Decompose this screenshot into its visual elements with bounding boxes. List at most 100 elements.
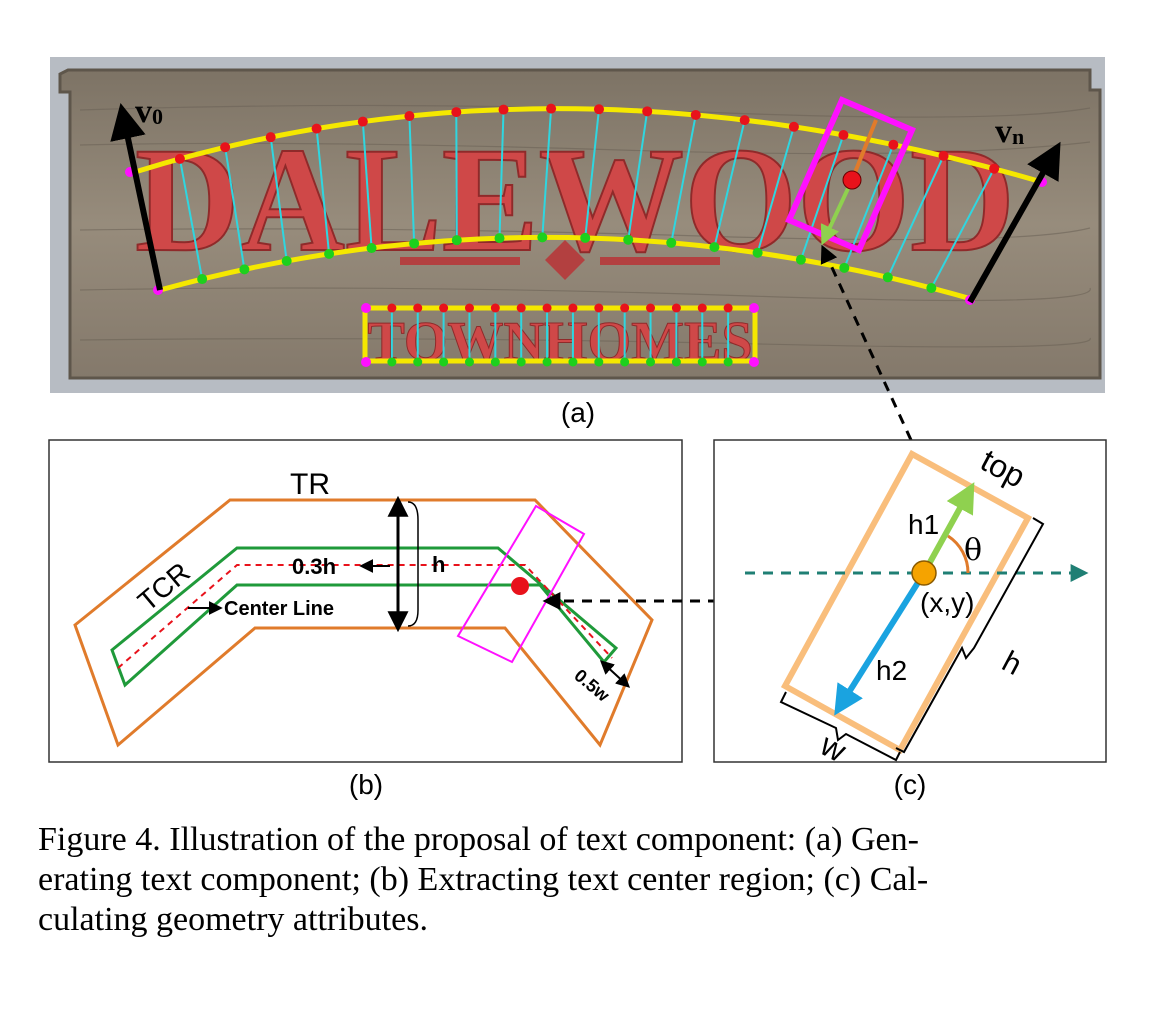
green-point	[451, 235, 462, 246]
h1-arrow	[921, 482, 975, 575]
component-center-c	[911, 560, 937, 586]
red-point	[697, 303, 707, 313]
vn-label: vn	[995, 113, 1024, 150]
green-point	[516, 357, 526, 367]
red-point	[788, 121, 799, 132]
red-point	[888, 139, 899, 150]
red-point	[671, 303, 681, 313]
townhomes-boundary	[362, 305, 758, 364]
caption-line-1: Figure 4. Illustration of the proposal o…	[38, 821, 919, 858]
ratio-w-arrow	[599, 660, 631, 688]
h2-label: h2	[876, 655, 907, 686]
panel-a-label: (a)	[561, 397, 595, 428]
green-point	[839, 262, 850, 273]
h-brace-c	[895, 517, 1045, 754]
green-point	[594, 357, 604, 367]
h-label-b: h	[432, 552, 445, 577]
red-point	[490, 303, 500, 313]
figure-caption: Figure 4. Illustration of the proposal o…	[38, 820, 1118, 940]
red-point	[620, 303, 630, 313]
green-point	[666, 237, 677, 248]
red-point	[542, 303, 552, 313]
panel-b-label: (b)	[349, 769, 383, 800]
point-label: (x,y)	[920, 587, 974, 618]
green-point	[926, 283, 937, 294]
green-point	[413, 357, 423, 367]
red-point	[498, 104, 509, 115]
center-line-label: Center Line	[224, 598, 334, 620]
cyan-link	[269, 137, 288, 262]
green-point	[568, 357, 578, 367]
tr-label: TR	[290, 468, 330, 501]
red-point	[439, 303, 449, 313]
panel-b: TR TCR h 0.3h Center Line 0.5w (b)	[48, 439, 683, 800]
red-point	[594, 303, 604, 313]
red-point	[690, 109, 701, 120]
red-point	[646, 303, 656, 313]
h-brace	[407, 501, 419, 627]
red-point	[311, 123, 322, 134]
green-point	[197, 274, 208, 285]
green-point	[537, 232, 548, 243]
cyan-link	[670, 114, 697, 243]
red-point	[174, 153, 185, 164]
cyan-links	[178, 108, 995, 362]
v0-label: v0	[135, 93, 163, 130]
figure-4: DALEWOOD TOWNHOMES v0	[48, 57, 1107, 800]
green-point	[494, 233, 505, 244]
red-point	[357, 116, 368, 127]
component-center-a	[842, 170, 862, 190]
red-point	[546, 103, 557, 114]
green-point	[697, 357, 707, 367]
green-point	[366, 243, 377, 254]
sign-word-townhomes: TOWNHOMES	[368, 311, 753, 373]
red-point	[989, 163, 1000, 174]
green-point	[723, 357, 733, 367]
cyan-link	[178, 158, 204, 280]
red-point	[838, 129, 849, 140]
cyan-link	[498, 109, 505, 239]
green-point	[623, 234, 634, 245]
panel-a: DALEWOOD TOWNHOMES v0	[50, 57, 1105, 428]
cyan-link	[713, 119, 746, 248]
green-point	[620, 357, 630, 367]
red-point	[413, 303, 423, 313]
green-point	[439, 357, 449, 367]
theta-label: θ	[964, 533, 982, 568]
component-box-b	[456, 504, 586, 664]
w-brace-c	[779, 691, 901, 762]
ratio-h-label: 0.3h	[292, 554, 336, 579]
red-point	[265, 132, 276, 143]
h2-arrow-a	[820, 179, 854, 246]
green-point	[580, 232, 591, 243]
green-point	[324, 248, 335, 259]
caption-line-3: culating geometry attributes.	[38, 901, 428, 938]
vn-arrow	[967, 141, 1061, 304]
green-point	[542, 357, 552, 367]
cyan-link	[541, 108, 553, 238]
cyan-link	[315, 128, 331, 254]
red-point	[451, 107, 462, 118]
panel-c-label: (c)	[894, 769, 927, 800]
red-point	[220, 142, 231, 153]
cyan-link	[799, 134, 845, 260]
ornament	[400, 240, 720, 280]
h1-label: h1	[908, 509, 939, 540]
cyan-link	[756, 126, 795, 254]
red-point	[593, 104, 604, 115]
red-point	[723, 303, 733, 313]
dalewood-bottom-boundary	[159, 234, 976, 303]
green-point	[409, 238, 420, 249]
green-point	[671, 357, 681, 367]
green-point	[490, 357, 500, 367]
red-point	[516, 303, 526, 313]
red-point	[938, 150, 949, 161]
theta-arc	[947, 534, 970, 574]
green-point	[281, 255, 292, 266]
green-point	[795, 254, 806, 265]
red-point	[568, 303, 578, 313]
green-point	[646, 357, 656, 367]
red-point	[642, 106, 653, 117]
panel-c-frame	[713, 439, 1107, 763]
green-point	[752, 247, 763, 258]
